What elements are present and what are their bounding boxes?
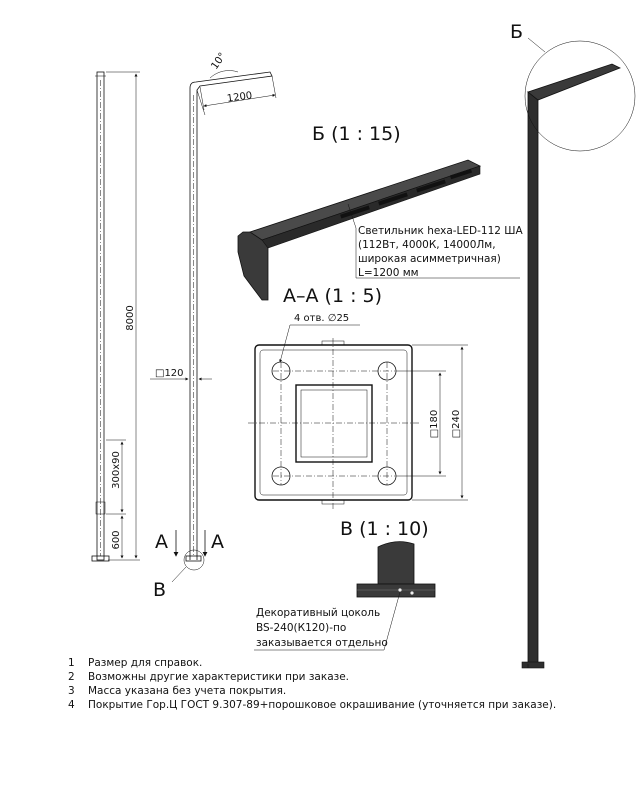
pole-perspective-view: Б	[510, 21, 636, 669]
section-aa-title: А–А (1 : 5)	[283, 285, 382, 307]
luminaire-desc-line-2: (112Вт, 4000К, 14000Лм,	[358, 239, 496, 251]
note-number: 1	[68, 657, 75, 669]
base-detail-view: В (1 : 10) Декоративный цоколь BS-240(К1…	[254, 518, 436, 651]
callout-circle-v	[183, 549, 205, 571]
detail-marker-b: Б	[510, 21, 523, 43]
decorative-base	[356, 583, 436, 598]
dim-door-height: 600	[111, 530, 122, 549]
note-number: 4	[68, 699, 75, 711]
service-door	[95, 501, 106, 515]
note-text: Масса указана без учета покрытия.	[88, 685, 287, 697]
dim-pole-section: □120	[155, 368, 184, 379]
note-number: 2	[68, 671, 75, 683]
dim-holes: 4 отв. ∅25	[294, 313, 349, 324]
luminaire-detail-view: Б (1 : 15) Светильник hexa-LED-112 ША (1…	[237, 123, 524, 301]
dim-door-size: 300x90	[111, 451, 122, 489]
pole-flange	[91, 555, 110, 562]
dim-arm-angle: 10°	[209, 51, 228, 72]
dim-inner-square: □180	[429, 410, 440, 439]
view-b-title: Б (1 : 15)	[312, 123, 401, 145]
note-item: 1 Размер для справок.	[68, 656, 628, 670]
base-plate	[254, 344, 413, 501]
pole-shaft	[96, 71, 105, 561]
luminaire-desc-line-1: Светильник hexa-LED-112 ША	[358, 225, 524, 237]
cut-label-a-right: А	[211, 531, 224, 553]
led-modules	[340, 168, 473, 219]
dim-outer-square: □240	[451, 410, 462, 439]
note-number: 3	[68, 685, 75, 697]
note-text: Возможны другие характеристики при заказ…	[88, 671, 350, 683]
dim-arm-length: 1200	[226, 90, 253, 104]
pole-square-section	[295, 384, 373, 463]
base-desc-line-3: заказывается отдельно	[256, 637, 388, 649]
pole-shaft-side	[189, 71, 273, 560]
detail-circle-b	[524, 40, 636, 152]
pole-side-view: 10° 1200 □120 А А В	[150, 51, 277, 601]
pole-front-view: 8000 300x90 600	[91, 71, 140, 562]
cut-label-a-left: А	[155, 531, 168, 553]
note-item: 4 Покрытие Гор.Ц ГОСТ 9.307-89+порошково…	[68, 698, 628, 712]
base-desc-line-1: Декоративный цоколь	[256, 607, 380, 619]
note-text: Размер для справок.	[88, 657, 203, 669]
note-text: Покрытие Гор.Ц ГОСТ 9.307-89+порошковое …	[88, 699, 557, 711]
luminaire-desc-line-4: L=1200 мм	[358, 267, 419, 279]
base-desc-line-2: BS-240(К120)-по	[256, 622, 346, 634]
view-v-title: В (1 : 10)	[340, 518, 429, 540]
callout-label-v: В	[153, 579, 166, 601]
dim-total-height: 8000	[125, 305, 136, 330]
notes-list: 1 Размер для справок. 2 Возможны другие …	[68, 656, 628, 712]
section-aa-view: А–А (1 : 5) 4 отв. ∅25 □180	[248, 285, 468, 510]
luminaire-desc-line-3: широкая асимметричная)	[358, 253, 501, 265]
note-item: 3 Масса указана без учета покрытия.	[68, 684, 628, 698]
pole-stub	[377, 541, 415, 585]
note-item: 2 Возможны другие характеристики при зак…	[68, 670, 628, 684]
